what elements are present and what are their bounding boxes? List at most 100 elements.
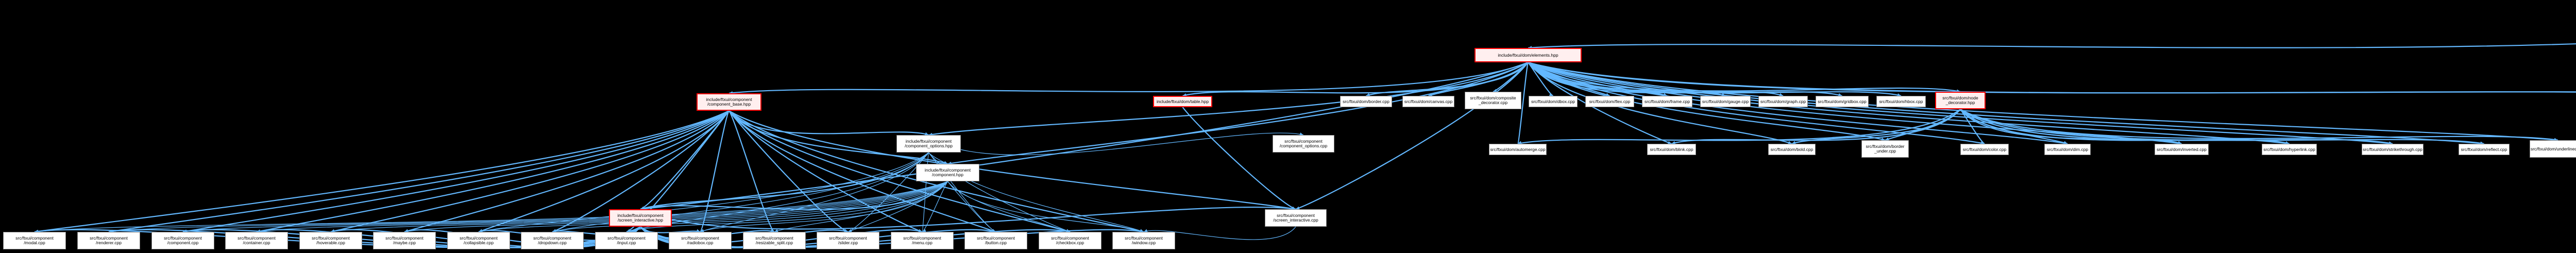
- graph-node[interactable]: include/ftxui/dom/elements.hpp: [1475, 48, 1582, 62]
- graph-edge: [478, 181, 948, 232]
- graph-node[interactable]: include/ftxui/component /screen_interact…: [609, 209, 672, 227]
- graph-node[interactable]: include/ftxui/component /component.hpp: [916, 164, 979, 181]
- graph-edge: [1428, 62, 1529, 97]
- graph-node-label: src/ftxui/component /container.cpp: [238, 235, 276, 245]
- graph-edge: [1528, 62, 1842, 97]
- graph-node[interactable]: src/ftxui/component /component.cpp: [151, 232, 214, 249]
- graph-node[interactable]: src/ftxui/component /window.cpp: [1112, 232, 1175, 249]
- graph-node-label: include/ftxui/component /screen_interact…: [617, 213, 664, 223]
- graph-edge: [640, 152, 929, 210]
- graph-node[interactable]: src/ftxui/component /renderer.cpp: [77, 232, 140, 249]
- graph-edge: [1528, 62, 1902, 97]
- graph-node[interactable]: src/ftxui/dom/dbox.cpp: [1529, 96, 1578, 107]
- graph-node[interactable]: src/ftxui/component /modal.cpp: [3, 232, 66, 249]
- graph-node[interactable]: src/ftxui/component /menu.cpp: [891, 232, 954, 249]
- graph-node[interactable]: src/ftxui/dom/bold.cpp: [1768, 144, 1816, 155]
- graph-node-label: src/ftxui/component /resizable_split.cpp: [755, 235, 793, 245]
- graph-node-label: include/ftxui/component /component_base.…: [706, 97, 752, 107]
- graph-node[interactable]: src/ftxui/dom/canvas.cpp: [1402, 96, 1454, 107]
- graph-node-label: src/ftxui/component /renderer.cpp: [90, 235, 128, 245]
- graph-node[interactable]: src/ftxui/component /collapsible.cpp: [447, 232, 510, 249]
- graph-node[interactable]: include/ftxui/dom/table.hpp: [1153, 96, 1212, 107]
- graph-node[interactable]: src/ftxui/dom/color.cpp: [1960, 144, 2009, 155]
- graph-node-label: src/ftxui/dom/border.cpp: [1343, 98, 1389, 104]
- graph-node[interactable]: src/ftxui/dom/border.cpp: [1340, 96, 1392, 107]
- graph-node[interactable]: src/ftxui/dom/inverted.cpp: [2155, 144, 2209, 155]
- graph-edge: [1960, 109, 2290, 145]
- graph-edge: [404, 181, 948, 232]
- graph-edge: [640, 110, 730, 210]
- graph-edge: [947, 181, 1071, 232]
- graph-node-label: src/ftxui/dom/canvas.cpp: [1404, 98, 1453, 104]
- graph-node-label: src/ftxui/component /component_options.c…: [1279, 139, 1328, 148]
- graph-node[interactable]: src/ftxui/dom/hbox.cpp: [1876, 96, 1926, 107]
- graph-edge: [34, 181, 948, 232]
- graph-node[interactable]: src/ftxui/component /button.cpp: [964, 232, 1027, 249]
- graph-node[interactable]: src/ftxui/component /resizable_split.cpp: [743, 232, 806, 249]
- graph-node[interactable]: src/ftxui/component /radiobox.cpp: [669, 232, 732, 249]
- graph-node[interactable]: src/ftxui/dom/underlined.cpp: [2530, 140, 2576, 158]
- graph-edge: [1528, 62, 1610, 97]
- graph-node[interactable]: src/ftxui/dom/hyperlink.cpp: [2262, 144, 2317, 155]
- graph-node[interactable]: include/ftxui/component /component_optio…: [896, 135, 961, 153]
- graph-edge: [700, 181, 948, 232]
- graph-edge: [728, 110, 923, 233]
- graph-node[interactable]: src/ftxui/dom/blink.cpp: [1647, 144, 1696, 155]
- graph-node[interactable]: src/ftxui/dom/reflect.cpp: [2459, 144, 2510, 155]
- graph-node[interactable]: src/ftxui/dom/strikethrough.cpp: [2362, 144, 2424, 155]
- graph-node[interactable]: src/ftxui/component /container.cpp: [225, 232, 288, 249]
- graph-node[interactable]: src/ftxui/component /component_options.c…: [1273, 135, 1334, 153]
- graph-edge: [1528, 62, 1554, 97]
- graph-edge: [1528, 62, 1668, 97]
- graph-node-label: src/ftxui/component /maybe.cpp: [385, 235, 423, 245]
- graph-edge: [1528, 62, 1961, 93]
- graph-node[interactable]: src/ftxui/component /slider.cpp: [817, 232, 879, 249]
- graph-node-label: include/ftxui/dom/table.hpp: [1156, 98, 1209, 104]
- graph-edge: [1960, 109, 2068, 145]
- graph-node[interactable]: src/ftxui/dom/flex.cpp: [1585, 96, 1634, 107]
- graph-node-label: src/ftxui/component /slider.cpp: [829, 235, 867, 245]
- graph-node-label: src/ftxui/component /component.cpp: [164, 235, 202, 245]
- graph-edge: [1960, 109, 2182, 145]
- graph-node-label: src/ftxui/component /dropdown.cpp: [533, 235, 571, 245]
- graph-node[interactable]: src/ftxui/dom/gridbox.cpp: [1816, 96, 1869, 107]
- graph-edge: [728, 110, 775, 233]
- graph-edge: [640, 206, 1296, 230]
- graph-node[interactable]: src/ftxui/dom/graph.cpp: [1758, 96, 1808, 107]
- graph-node[interactable]: src/ftxui/component /input.cpp: [595, 232, 658, 249]
- graph-node[interactable]: src/ftxui/dom/composite _decorator.cpp: [1465, 92, 1521, 109]
- graph-edge: [1517, 109, 1961, 145]
- graph-node[interactable]: include/ftxui/component /component_base.…: [697, 93, 761, 111]
- graph-node[interactable]: src/ftxui/dom/automerge.cpp: [1489, 144, 1547, 155]
- graph-node[interactable]: src/ftxui/dom/border _under.cpp: [1861, 140, 1909, 158]
- graph-node[interactable]: src/ftxui/component /dropdown.cpp: [521, 232, 584, 249]
- graph-node[interactable]: src/ftxui/component /checkbox.cpp: [1039, 232, 1101, 249]
- graph-node[interactable]: src/ftxui/dom/frame.cpp: [1642, 96, 1692, 107]
- graph-edge: [1960, 109, 1985, 145]
- graph-edge: [728, 61, 1529, 94]
- graph-edge: [640, 181, 948, 210]
- graph-node-label: src/ftxui/dom/composite _decorator.cpp: [1470, 95, 1516, 105]
- graph-edge: [404, 110, 730, 233]
- graph-node[interactable]: src/ftxui/dom/dim.cpp: [2044, 144, 2091, 155]
- graph-edge: [947, 62, 1529, 165]
- graph-node-label: src/ftxui/component /checkbox.cpp: [1051, 235, 1089, 245]
- graph-edge: [1493, 62, 1529, 93]
- graph-edge: [626, 226, 641, 233]
- graph-edge: [1366, 62, 1529, 97]
- graph-edge: [1182, 107, 1296, 210]
- graph-node-label: include/ftxui/component /component_optio…: [904, 139, 953, 148]
- graph-edge: [478, 110, 730, 233]
- graph-node[interactable]: src/ftxui/dom/node _decorator.hpp: [1935, 92, 1986, 109]
- graph-node[interactable]: src/ftxui/component /maybe.cpp: [373, 232, 436, 249]
- graph-node-label: src/ftxui/component /hoverable.cpp: [312, 235, 350, 245]
- graph-edge: [928, 152, 948, 164]
- graph-node[interactable]: src/ftxui/dom/gauge.cpp: [1700, 96, 1751, 107]
- graph-node[interactable]: src/ftxui/component /screen_interactive.…: [1265, 209, 1327, 227]
- graph-edge: [928, 132, 1304, 156]
- graph-node[interactable]: src/ftxui/component /hoverable.cpp: [299, 232, 362, 249]
- graph-node-label: src/ftxui/dom/color.cpp: [1962, 146, 2007, 152]
- graph-edge: [478, 152, 929, 232]
- graph-node-label: src/ftxui/component /window.cpp: [1125, 235, 1163, 245]
